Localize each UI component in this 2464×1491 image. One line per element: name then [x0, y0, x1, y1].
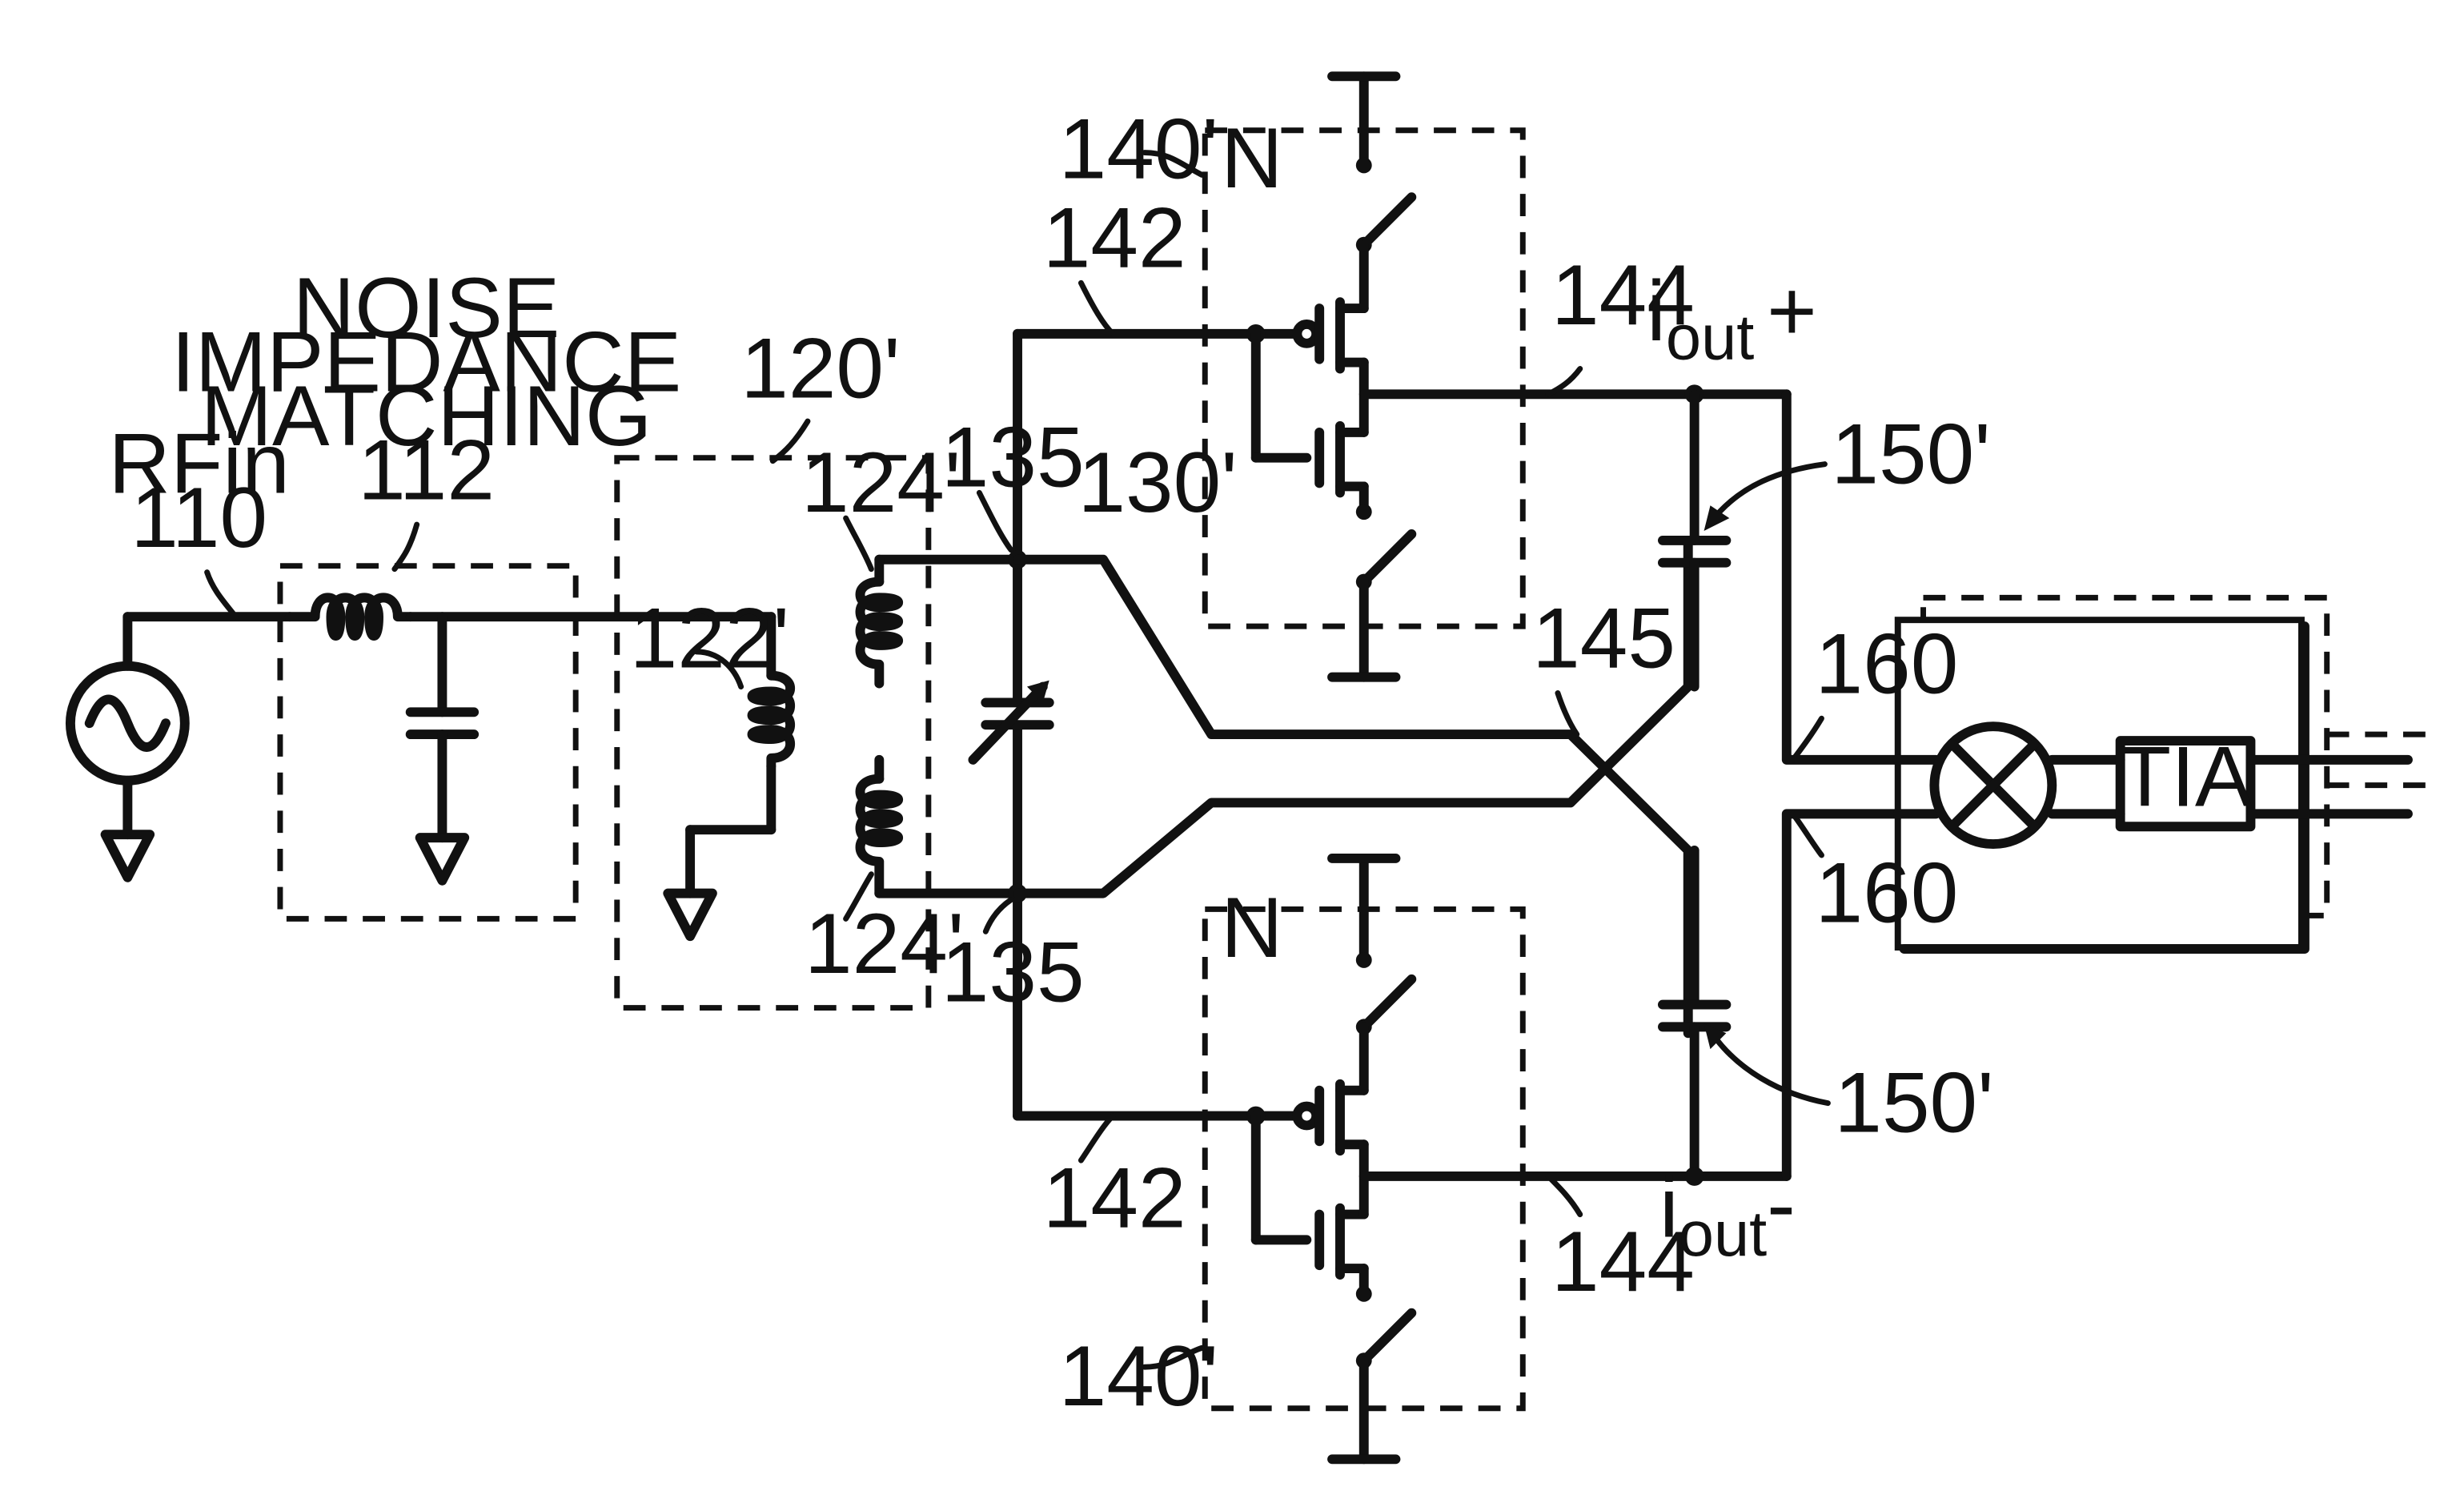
rfin-ref: 110 [130, 469, 267, 565]
node-bottom-ref: 135 [941, 924, 1085, 1020]
varcap-ref: 130' [1077, 434, 1237, 530]
ground-icon [420, 838, 465, 881]
in-bottom-ref: 160 [1816, 844, 1959, 940]
secondary-bottom-ref: 124' [805, 895, 964, 991]
gate-bottom-ref: 142 [1043, 1149, 1186, 1245]
cross-ref: 145 [1532, 590, 1675, 686]
node-top-ref: 135 [941, 408, 1085, 504]
secondary-inductor-bottom [860, 760, 1017, 894]
matching-inductor [290, 597, 411, 636]
tia-label: TIA [2119, 728, 2253, 824]
cap-top-ref: 150' [1831, 405, 1990, 501]
block-top-n: N [1221, 110, 1282, 206]
variable-capacitor [973, 681, 1049, 760]
ground-icon [668, 894, 712, 937]
matching-shunt-cap [411, 617, 474, 881]
block-top-ref: 140' [1059, 100, 1218, 196]
cap-bottom-ref: 150' [1834, 1054, 1993, 1150]
primary-ref: 122' [630, 590, 789, 686]
secondary-top-ref: 124' [801, 434, 961, 530]
cap-arrow-bottom [1704, 1023, 1828, 1103]
block-bottom-n: N [1221, 879, 1282, 975]
block-bottom-ref: 140' [1059, 1328, 1218, 1424]
ground-icon [106, 834, 150, 878]
gate-top-ref: 142 [1043, 189, 1186, 285]
transformer-ref: 120' [740, 320, 900, 416]
rf-source [70, 617, 185, 878]
nim-ref: 112 [358, 421, 495, 517]
secondary-inductor-top [860, 560, 1017, 684]
in-top-ref: 160 [1816, 615, 1959, 711]
cap-arrow-top [1704, 464, 1825, 531]
output-cap-bottom [1663, 850, 1726, 1186]
